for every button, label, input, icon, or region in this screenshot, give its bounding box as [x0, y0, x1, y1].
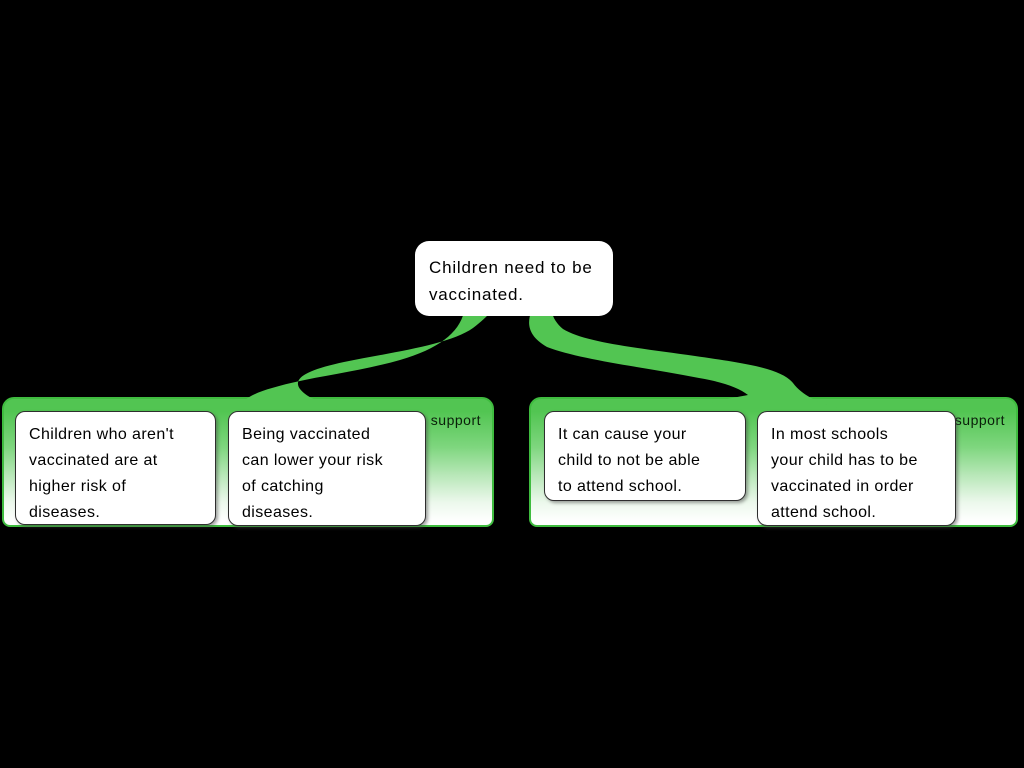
reason-text-line: attend school. [771, 504, 877, 521]
reason-text-line: vaccinated in order [771, 478, 914, 495]
support-label: support [430, 412, 481, 428]
reason-text-line: diseases. [242, 504, 314, 521]
reason-text-line: Being vaccinated [242, 426, 371, 443]
reason-text-line: In most schools [771, 426, 889, 443]
support-connector-right-icon [529, 312, 838, 408]
claim-text-line: Children need to be [429, 258, 593, 277]
reason-text-line: higher risk of [29, 478, 127, 495]
reason-text-line: diseases. [29, 504, 101, 521]
reason-text-line: vaccinated are at [29, 452, 158, 469]
reason-box[interactable]: Children who aren't vaccinated are at hi… [15, 411, 216, 525]
claim-box[interactable]: Children need to be vaccinated. [415, 241, 613, 316]
reason-text-line: your child has to be [771, 452, 918, 469]
support-label: support [954, 412, 1005, 428]
claim-text-line: vaccinated. [429, 285, 524, 304]
reason-box[interactable]: Being vaccinated can lower your risk of … [228, 411, 426, 526]
reason-text-line: can lower your risk [242, 452, 383, 469]
support-group-left[interactable]: support Children who aren't vaccinated a… [2, 397, 494, 527]
reason-text-line: It can cause your [558, 426, 687, 443]
reason-text-line: child to not be able [558, 452, 701, 469]
reason-box[interactable]: In most schools your child has to be vac… [757, 411, 956, 526]
reason-text-line: Children who aren't [29, 426, 174, 443]
reason-box[interactable]: It can cause your child to not be able t… [544, 411, 746, 501]
reason-text-line: of catching [242, 478, 324, 495]
support-group-right[interactable]: support It can cause your child to not b… [529, 397, 1018, 527]
reason-text-line: to attend school. [558, 478, 683, 495]
support-connector-left-icon [203, 312, 491, 408]
